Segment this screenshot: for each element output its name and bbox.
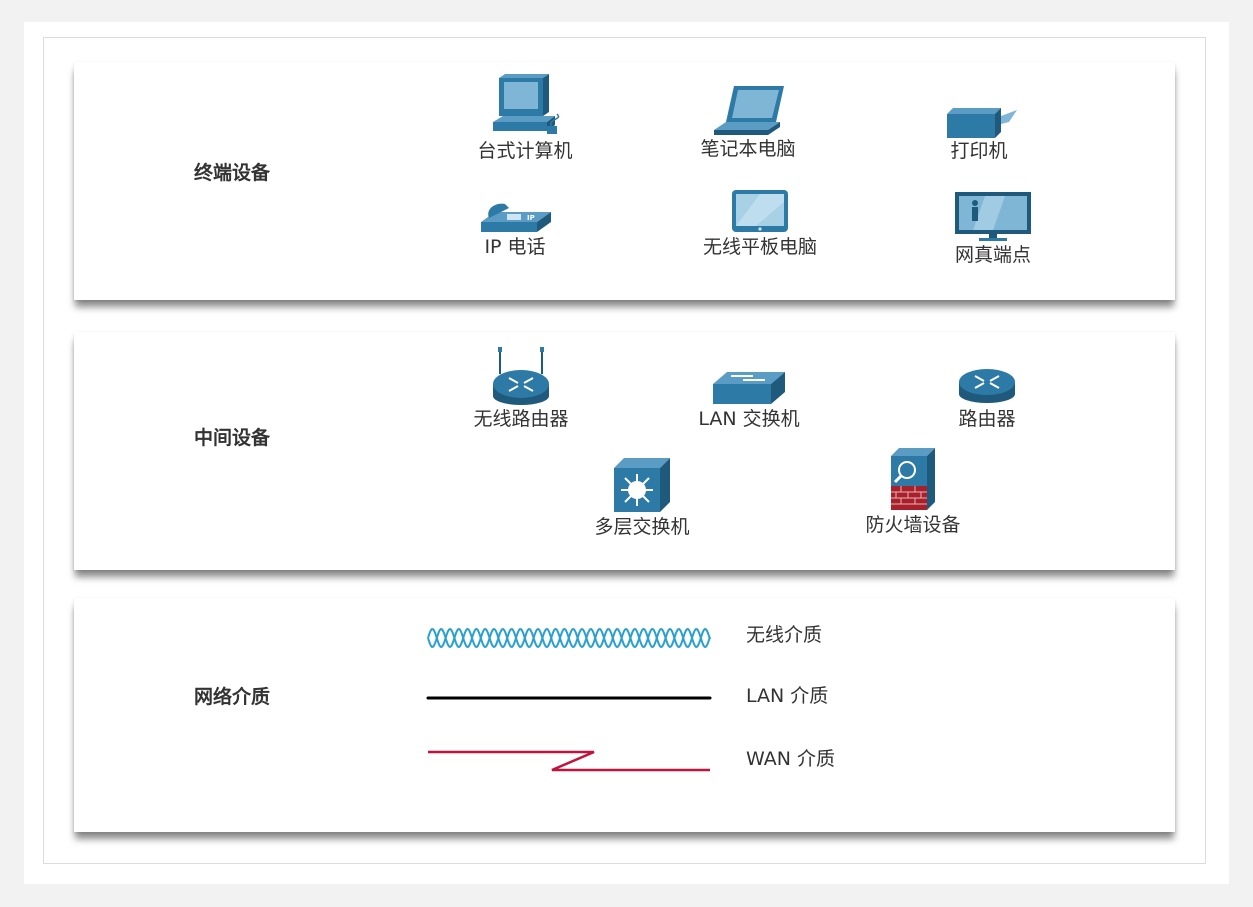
device-tablet: 无线平板电脑 [685, 188, 835, 258]
device-desktop: 台式计算机 [450, 74, 600, 162]
device-label: LAN 交换机 [698, 408, 800, 430]
ip-phone-icon: IP [481, 203, 551, 232]
end-devices-heading: 终端设备 [194, 162, 271, 184]
device-label: 打印机 [950, 140, 1008, 162]
device-label: 无线路由器 [473, 408, 569, 430]
network-media-heading: 网络介质 [194, 686, 271, 708]
device-router: 路由器 [912, 366, 1062, 430]
device-label: 无线平板电脑 [702, 236, 817, 258]
wireless-wave-icon [427, 627, 711, 649]
wireless-router-icon [493, 347, 549, 405]
device-firewall: 防火墙设备 [838, 446, 988, 536]
printer-icon [947, 108, 1017, 138]
wan-zigzag-icon [428, 750, 710, 772]
device-label: 多层交换机 [594, 516, 690, 538]
laptop-icon [714, 86, 784, 135]
device-ip-phone: IP IP 电话 [440, 198, 590, 258]
device-label: IP 电话 [484, 236, 546, 258]
wireless-tablet-icon [732, 190, 788, 232]
device-label: 台式计算机 [477, 140, 573, 162]
network-media-panel: 网络介质 无线介质 LAN 介质 WAN 介质 [74, 598, 1175, 832]
device-label: 防火墙设备 [865, 514, 961, 536]
device-printer: 打印机 [904, 102, 1054, 162]
device-label: 路由器 [958, 408, 1016, 430]
media-label-wireless: 无线介质 [746, 624, 823, 646]
media-label-wan: WAN 介质 [746, 748, 835, 770]
device-multilayer-switch: 多层交换机 [567, 456, 717, 538]
desktop-computer-icon [493, 74, 560, 134]
router-icon [959, 369, 1015, 403]
end-devices-panel: 终端设备 台式计算机 笔记本电脑 [74, 62, 1175, 300]
device-telepresence: 网真端点 [918, 190, 1068, 266]
lan-switch-icon [713, 372, 785, 404]
intermediary-devices-panel: 中间设备 无线路由器 LAN 交换机 [74, 332, 1175, 570]
svg-text:IP: IP [527, 214, 535, 222]
intermediary-devices-heading: 中间设备 [194, 427, 271, 449]
multilayer-switch-icon [614, 458, 670, 512]
device-laptop: 笔记本电脑 [673, 84, 823, 160]
device-lan-switch: LAN 交换机 [674, 370, 824, 430]
media-label-lan: LAN 介质 [746, 685, 829, 707]
device-label: 网真端点 [954, 244, 1031, 266]
lan-line-icon [426, 696, 712, 700]
device-wireless-router: 无线路由器 [446, 346, 596, 430]
device-label: 笔记本电脑 [700, 138, 796, 160]
firewall-icon [891, 448, 935, 510]
telepresence-endpoint-icon [955, 192, 1031, 241]
